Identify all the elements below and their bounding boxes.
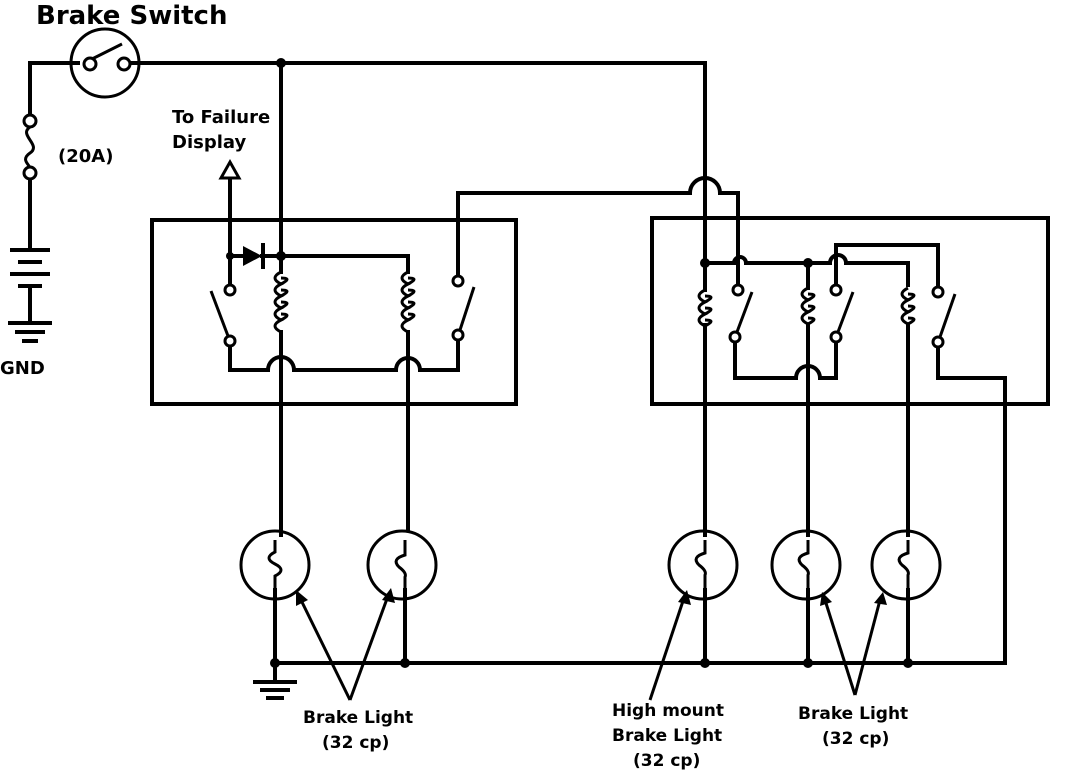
supply-wiring (28, 58, 707, 265)
right-relay-wiring (700, 243, 1007, 665)
arrow-icon (218, 158, 242, 180)
failure-display-label-line1: To Failure (172, 107, 270, 128)
ground-bus (270, 588, 1007, 668)
relay-coil-icon (900, 286, 916, 326)
brake-switch-label: Brake Switch (36, 1, 227, 31)
crossover-humps-right (731, 253, 849, 381)
high-mount-label-line1: High mount (612, 701, 724, 721)
relay-coil-icon (800, 286, 816, 326)
diode-icon (243, 243, 265, 269)
relay-coil-icon (697, 288, 713, 328)
crossover-humps (265, 176, 723, 373)
relay-coil-icon (400, 270, 416, 334)
left-relay-box (150, 218, 518, 406)
ground-icon (253, 661, 297, 700)
fuse-rating-label: (20A) (58, 146, 113, 167)
brake-light-right-label-line1: Brake Light (798, 704, 908, 724)
left-relay-wiring (226, 61, 740, 537)
relay-coil-icon (273, 270, 289, 334)
right-relay-switch-c (931, 285, 957, 349)
right-relay-switch-b (829, 283, 855, 344)
label-pointer-arrows (296, 588, 887, 701)
failure-display-label-line2: Display (172, 132, 246, 153)
left-relay-switch-b (451, 274, 476, 342)
fuse-icon (22, 113, 38, 181)
right-relay-switch-a (728, 283, 754, 344)
high-mount-label-line3: (32 cp) (633, 751, 700, 771)
brake-switch-icon (69, 27, 141, 99)
brake-light-left-label-line1: Brake Light (303, 708, 413, 728)
gnd-label: GND (0, 358, 45, 379)
brake-light-right-label-line2: (32 cp) (822, 729, 889, 749)
left-relay-switch-a (209, 283, 237, 348)
high-mount-label-line2: Brake Light (612, 726, 722, 746)
right-relay-box (650, 216, 1050, 406)
ground-icon (8, 248, 52, 343)
brake-light-left-label-line2: (32 cp) (322, 733, 389, 753)
lamp-icon (366, 529, 438, 601)
